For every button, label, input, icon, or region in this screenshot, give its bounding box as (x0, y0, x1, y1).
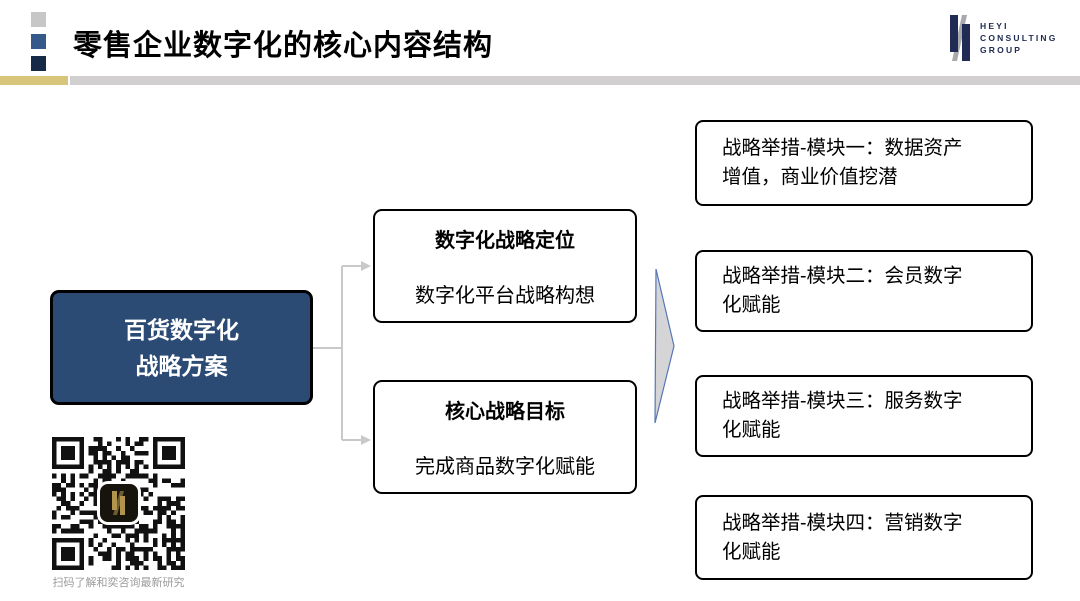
page-title: 零售企业数字化的核心内容结构 (73, 30, 494, 62)
qr-code (52, 437, 185, 570)
root-strategy-box: 百货数字化 战略方案 (50, 290, 313, 405)
header-rule-gray-segment (70, 76, 1080, 85)
logo-line-1: HEYI (980, 21, 1009, 31)
heyi-logo-icon (950, 15, 970, 61)
mid-box-strategy-positioning: 数字化战略定位 数字化平台战略构想 (373, 209, 637, 323)
big-right-arrow (654, 268, 675, 424)
mid-box-body: 数字化平台战略构想 (415, 285, 595, 307)
header-rule-gold-segment (0, 76, 68, 85)
company-logo: HEYI CONSULTING GROUP (948, 15, 1058, 61)
logo-line-2: CONSULTING (980, 33, 1058, 43)
mid-box-body: 完成商品数字化赋能 (415, 456, 595, 478)
connector-arrowhead-bottom (361, 435, 371, 445)
connector-arrowhead-top (361, 261, 371, 271)
elbow-connectors (313, 265, 361, 441)
module-box-1: 战略举措-模块一：数据资产 增值，商业价值挖潜 (695, 120, 1033, 206)
module-box-4: 战略举措-模块四：营销数字 化赋能 (695, 495, 1033, 580)
module-box-3: 战略举措-模块三：服务数字 化赋能 (695, 375, 1033, 457)
logo-text: HEYI CONSULTING GROUP (980, 20, 1058, 56)
header-square-gray (31, 12, 46, 27)
logo-line-3: GROUP (980, 45, 1023, 55)
mid-box-core-goal: 核心战略目标 完成商品数字化赋能 (373, 380, 637, 494)
qr-caption: 扫码了解和奕咨询最新研究 (52, 577, 185, 589)
qr-pattern (52, 437, 185, 570)
mid-box-title: 数字化战略定位 (435, 230, 575, 252)
module-box-2: 战略举措-模块二：会员数字 化赋能 (695, 250, 1033, 332)
qr-center-logo-icon (100, 484, 138, 522)
mid-box-title: 核心战略目标 (445, 401, 565, 423)
header-square-navy (31, 56, 46, 71)
header-square-blue (31, 34, 46, 49)
